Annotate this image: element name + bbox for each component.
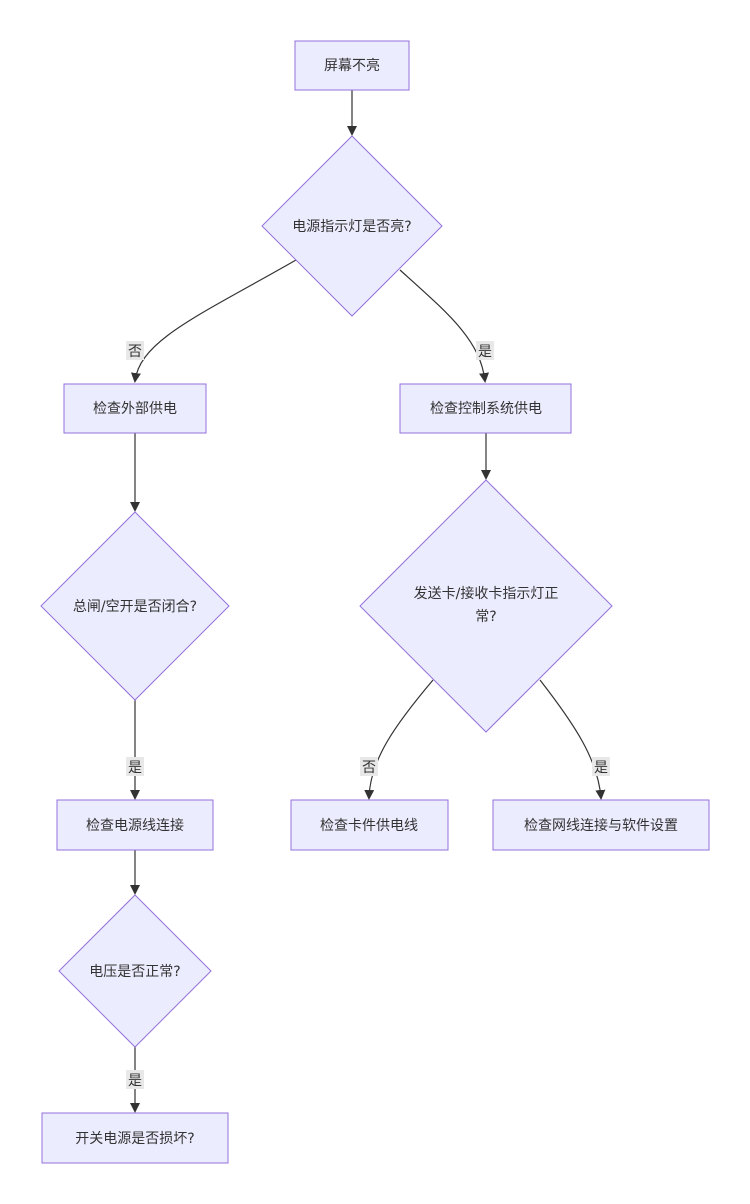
label-card-no: 否 [360, 757, 378, 776]
node-check-control-label: 检查控制系统供电 [430, 401, 542, 417]
node-switch-label: 开关电源是否损坏? [75, 1131, 194, 1147]
label-card-yes-text: 是 [594, 760, 608, 776]
label-voltage-yes: 是 [126, 1070, 144, 1089]
node-start-label: 屏幕不亮 [324, 57, 380, 74]
node-check-external[interactable]: 检查外部供电 [63, 383, 207, 434]
edges [130, 90, 606, 1113]
node-power-light-decision[interactable]: 电源指示灯是否亮? [261, 135, 443, 317]
node-check-external-label: 检查外部供电 [93, 401, 177, 417]
nodes: 屏幕不亮 电源指示灯是否亮? 检查外部供电 检查控制系统供电 总闸/空开是否闭合… [40, 40, 710, 1164]
node-card-label-line2: 常? [475, 609, 496, 625]
node-check-power-cable-label: 检查电源线连接 [86, 817, 184, 834]
node-voltage-decision[interactable]: 电压是否正常? [58, 894, 212, 1048]
node-check-control[interactable]: 检查控制系统供电 [399, 383, 572, 434]
node-check-card-cable-label: 检查卡件供电线 [320, 818, 418, 834]
node-switch-decision[interactable]: 开关电源是否损坏? [41, 1112, 229, 1164]
node-breaker-decision[interactable]: 总闸/空开是否闭合? [40, 511, 230, 701]
node-power-light-label: 电源指示灯是否亮? [292, 218, 411, 235]
edge-labels: 否 是 是 否 是 是 [126, 341, 610, 1089]
label-breaker-yes-text: 是 [128, 760, 142, 776]
node-card-decision[interactable]: 发送卡/接收卡指示灯正 常? [359, 479, 613, 733]
label-power-no: 否 [126, 341, 144, 360]
label-breaker-yes: 是 [126, 757, 144, 776]
edge-power-light-yes [399, 269, 489, 383]
label-voltage-yes-text: 是 [128, 1073, 142, 1089]
label-power-no-text: 否 [128, 344, 142, 360]
node-card-label-line1: 发送卡/接收卡指示灯正 [414, 585, 559, 602]
node-check-power-cable[interactable]: 检查电源线连接 [56, 799, 214, 851]
node-voltage-label: 电压是否正常? [89, 964, 180, 980]
edge-card-no [364, 679, 434, 800]
node-check-card-cable[interactable]: 检查卡件供电线 [290, 799, 449, 851]
label-power-yes: 是 [476, 341, 494, 360]
edge-power-light-no [131, 259, 297, 383]
node-start[interactable]: 屏幕不亮 [294, 40, 410, 91]
node-check-network-label: 检查网线连接与软件设置 [524, 817, 678, 834]
edge-card-yes [539, 679, 606, 800]
label-card-yes: 是 [592, 757, 610, 776]
node-check-network[interactable]: 检查网线连接与软件设置 [492, 799, 710, 851]
node-breaker-label: 总闸/空开是否闭合? [73, 599, 197, 615]
label-card-no-text: 否 [362, 760, 376, 776]
label-power-yes-text: 是 [478, 344, 492, 360]
